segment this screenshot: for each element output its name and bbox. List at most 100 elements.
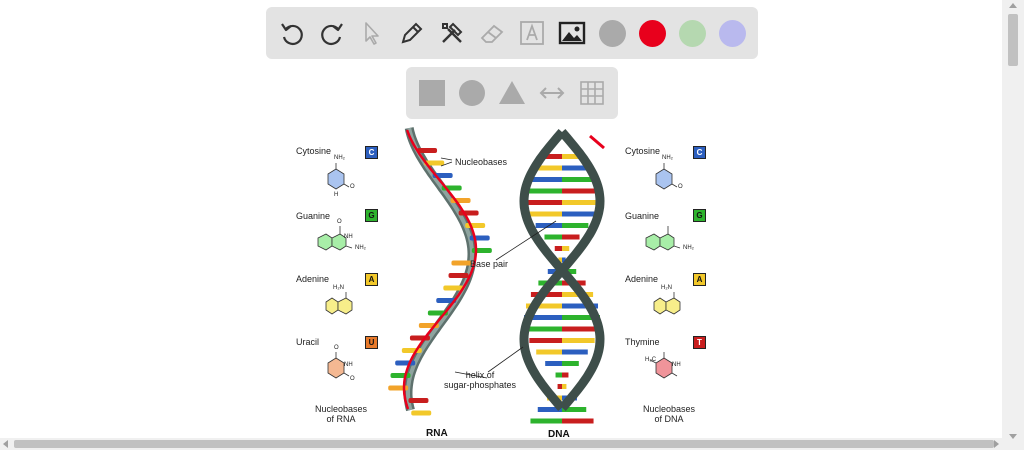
triangle-icon[interactable] xyxy=(498,79,526,107)
scroll-left-arrow-icon[interactable] xyxy=(3,440,8,448)
dna-base-rung xyxy=(562,361,579,366)
dna-base-rung xyxy=(531,165,562,171)
thymine-h3c-label: H₃C xyxy=(645,357,657,363)
dna-base-rung xyxy=(562,315,600,320)
dna-base-rung xyxy=(562,234,580,240)
cytosine-nh2-label: NH₂ xyxy=(334,155,345,161)
dna-base-rung xyxy=(524,188,562,194)
dna-adenine-h2n-label: H₂N xyxy=(661,285,672,291)
dna-base-name-0: Cytosine xyxy=(625,146,661,156)
dna-base-letter-1: G xyxy=(693,209,706,222)
horizontal-scrollbar[interactable] xyxy=(0,438,1002,450)
rna-base-rung xyxy=(390,373,411,378)
annotation-pointers xyxy=(440,157,557,379)
image-icon[interactable] xyxy=(558,19,586,47)
uracil-o-bottom-label: O xyxy=(350,376,355,382)
adenine-molecule-icon xyxy=(325,292,353,315)
pointer-icon[interactable] xyxy=(358,19,386,47)
vertical-scrollbar[interactable] xyxy=(1002,0,1024,450)
dna-base-rung xyxy=(562,165,593,171)
dna-base-letter-2: A xyxy=(693,273,706,286)
rna-base-rung xyxy=(465,223,486,228)
guanine-molecule-icon xyxy=(317,226,353,251)
rna-base-rung xyxy=(395,360,416,366)
dna-base-rung xyxy=(530,418,562,424)
dna-title: DNA xyxy=(548,429,570,440)
rna-base-name-2: Adenine xyxy=(296,274,330,284)
dna-backbone-b xyxy=(519,129,605,411)
color-swatch-gray[interactable] xyxy=(599,20,626,47)
dna-base-rung xyxy=(525,303,562,309)
dna-base-rung xyxy=(557,384,562,389)
dna-guanine-nh2-label: NH₂ xyxy=(683,245,694,251)
dna-base-name-3: Thymine xyxy=(625,337,660,347)
grid-icon[interactable] xyxy=(578,79,606,107)
text-icon[interactable] xyxy=(518,19,546,47)
dna-base-name-1: Guanine xyxy=(625,211,660,221)
rna-base-rung xyxy=(436,298,457,303)
arrow-both-icon[interactable] xyxy=(538,79,566,107)
dna-helix xyxy=(519,129,605,424)
rna-base-rung xyxy=(448,273,469,278)
rna-base-letter-2: A xyxy=(365,273,378,286)
undo-icon[interactable] xyxy=(278,19,306,47)
scroll-down-arrow-icon[interactable] xyxy=(1009,434,1017,439)
rna-base-name-0: Cytosine xyxy=(296,146,332,156)
dna-base-rung xyxy=(562,349,588,355)
dna-base-rung xyxy=(562,188,600,194)
dna-cytosine-molecule-icon xyxy=(655,163,678,190)
rna-backbone xyxy=(403,127,477,412)
color-swatch-red[interactable] xyxy=(639,20,666,47)
dna-base-rung xyxy=(537,407,562,412)
dna-base-rung xyxy=(562,326,599,332)
dna-base-rung xyxy=(562,211,596,217)
rna-base-letter-0: C xyxy=(365,146,378,159)
rna-base-name-1: Guanine xyxy=(296,211,331,221)
guanine-nh-label: NH xyxy=(344,234,353,240)
dna-base-rung xyxy=(562,407,587,412)
dna-base-name-2: Adenine xyxy=(625,274,659,284)
cytosine-h-label: H xyxy=(334,192,339,198)
vertical-scroll-thumb[interactable] xyxy=(1008,14,1018,66)
rna-base-rung xyxy=(443,285,464,291)
dna-base-rung xyxy=(554,246,562,251)
scroll-up-arrow-icon[interactable] xyxy=(1009,3,1017,8)
dna-base-rung xyxy=(547,269,562,274)
dna-base-rung xyxy=(525,326,562,332)
horizontal-scroll-thumb[interactable] xyxy=(14,440,994,448)
rna-base-rung xyxy=(417,148,438,153)
dna-base-rung xyxy=(562,257,566,263)
rna-title: RNA xyxy=(426,428,448,439)
eraser-icon[interactable] xyxy=(478,19,506,47)
dna-base-rung xyxy=(562,372,569,378)
pen-icon[interactable] xyxy=(398,19,426,47)
guanine-o-label: O xyxy=(337,219,342,225)
circle-icon[interactable] xyxy=(458,79,486,107)
color-swatch-lavender[interactable] xyxy=(719,20,746,47)
rna-base-rung xyxy=(424,160,445,166)
adenine-h2n-label: H₂N xyxy=(333,285,344,291)
dna-base-rung xyxy=(562,418,594,424)
dna-base-rung xyxy=(545,361,562,366)
redo-icon[interactable] xyxy=(318,19,346,47)
cytosine-molecule-icon xyxy=(327,163,350,190)
tools-icon[interactable] xyxy=(438,19,466,47)
dna-base-rung xyxy=(529,338,562,343)
scroll-right-arrow-icon[interactable] xyxy=(994,440,999,448)
dna-adenine-molecule-icon xyxy=(653,292,681,315)
dna-base-rung xyxy=(539,154,562,159)
cytosine-o-label: O xyxy=(350,184,355,190)
color-swatch-green[interactable] xyxy=(679,20,706,47)
shape-toolbar xyxy=(406,67,618,119)
dna-caption-line1: Nucleobases xyxy=(642,404,696,414)
rna-red-strand xyxy=(402,129,478,410)
dna-base-rung xyxy=(562,223,589,228)
square-icon[interactable] xyxy=(418,79,446,107)
rna-base-rung xyxy=(469,235,490,241)
helix-annotation-line2: sugar-phosphates xyxy=(443,380,517,390)
dna-base-rung xyxy=(558,257,562,263)
dna-base-rung xyxy=(562,154,585,159)
rna-caption-line2: of RNA xyxy=(326,414,356,424)
dna-cytosine-o-label: O xyxy=(678,184,683,190)
